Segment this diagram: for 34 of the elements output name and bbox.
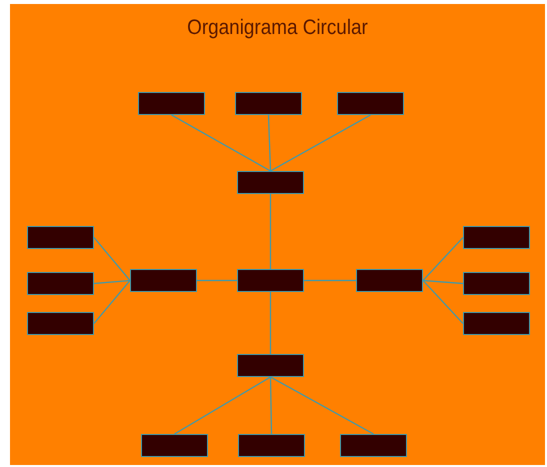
org-chart-box [138,92,205,115]
org-chart-box [237,171,304,194]
org-chart-box [237,354,304,377]
connector-line [171,114,271,172]
connector-line [94,280,130,284]
connector-line [94,237,130,281]
org-chart-box [141,434,208,457]
org-chart-box [463,272,530,295]
connector-line [270,114,371,172]
connector-line [268,114,272,172]
org-chart-box [27,312,94,335]
connector-line [422,280,464,324]
connector-line [422,237,464,281]
org-chart-box [237,269,304,292]
connector-line [270,292,272,354]
chart-title: Organigrama Circular [186,16,369,40]
org-chart-box [27,226,94,249]
org-chart-box [130,269,197,292]
org-chart-box [356,269,423,292]
connector-line [197,280,237,282]
org-chart-box [463,226,530,249]
connector-line [174,376,271,435]
connector-line [270,376,374,435]
org-chart-box [235,92,302,115]
connector-line [304,280,356,282]
connector-line [270,194,272,269]
org-chart-box [238,434,305,457]
org-chart-box [340,434,407,457]
connector-line [94,280,130,324]
org-chart-box [337,92,404,115]
connector-line [270,376,272,434]
org-chart-box [27,272,94,295]
connector-line [422,280,464,284]
org-chart-box [463,312,530,335]
